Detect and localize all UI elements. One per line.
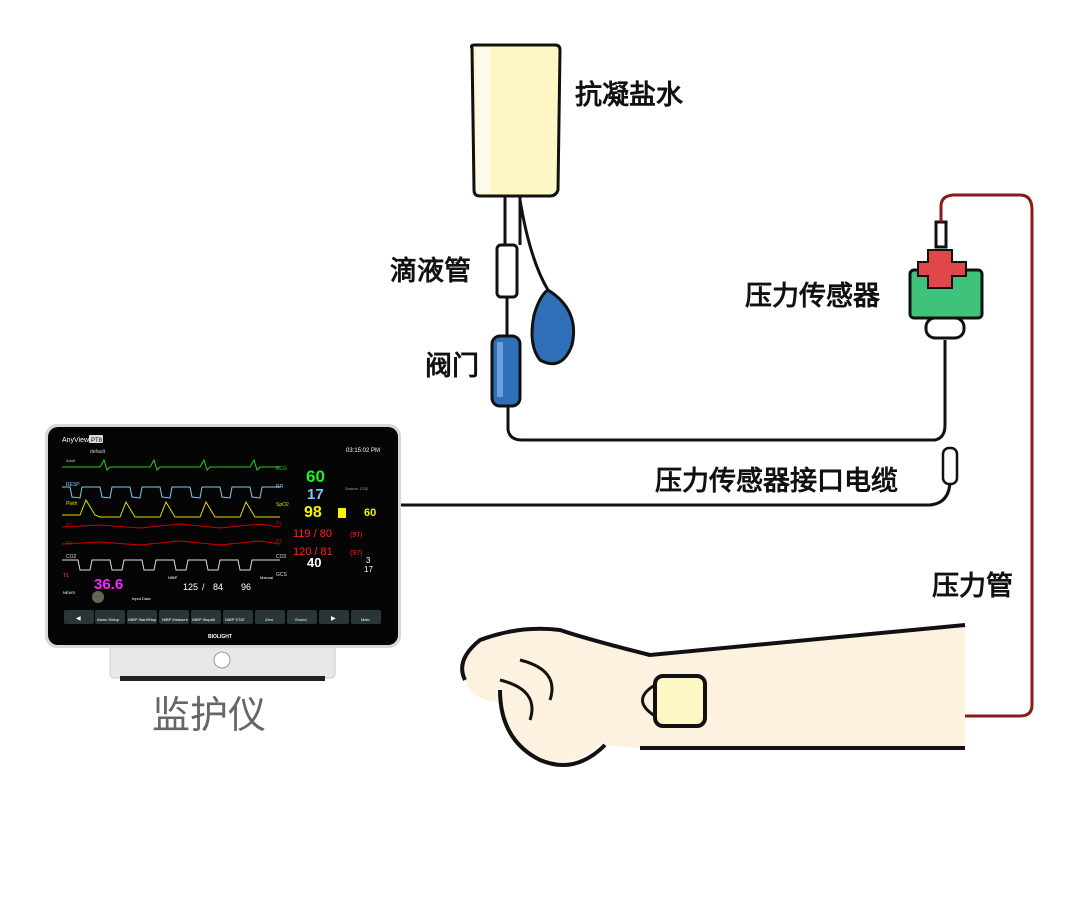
svg-text:/: / — [202, 582, 205, 592]
svg-text:Main: Main — [361, 617, 370, 622]
drip-chamber — [495, 243, 519, 338]
next-page-button[interactable] — [319, 610, 349, 624]
sound-button[interactable] — [287, 610, 317, 624]
pleth-wave — [62, 498, 280, 518]
nibp-stat-button[interactable] — [223, 610, 253, 624]
svg-text:Zero: Zero — [265, 617, 274, 622]
svg-text:RESP: RESP — [66, 482, 80, 488]
p1-wave — [61, 523, 281, 529]
label-drip-tube: 滴液管 — [390, 255, 471, 287]
svg-text:RR: RR — [276, 484, 284, 490]
nibp-sys: 125 — [183, 582, 198, 592]
saline-line — [506, 340, 947, 442]
pr-value: 60 — [364, 507, 376, 519]
p2-value: 120 / 81 — [293, 546, 333, 558]
svg-text:P2: P2 — [276, 539, 282, 545]
patient-arm — [460, 623, 966, 767]
ecg-wave — [62, 458, 280, 471]
patient-type: Adult — [66, 458, 76, 463]
nibp-start-stop-button[interactable] — [127, 610, 157, 624]
saline-bag — [469, 43, 562, 291]
label-sensor-cable: 压力传感器接口电缆 — [655, 465, 898, 497]
nibp-map: 96 — [241, 582, 251, 592]
svg-text:ECG: ECG — [276, 466, 287, 472]
svg-text:NEWS: NEWS — [63, 590, 75, 595]
label-monitor: 监护仪 — [152, 693, 266, 737]
p1-value: 119 / 80 — [293, 528, 332, 540]
co2-wave — [62, 559, 280, 571]
spo2-value: 98 — [304, 504, 322, 521]
svg-text:17: 17 — [364, 565, 373, 574]
svg-text:(97): (97) — [350, 550, 362, 557]
svg-text:CO2: CO2 — [276, 554, 287, 560]
svg-text:▶: ▶ — [331, 616, 336, 622]
label-saline: 抗凝盐水 — [575, 79, 684, 111]
svg-text:Source: CO2: Source: CO2 — [345, 486, 369, 491]
svg-text:NIBP STAT: NIBP STAT — [225, 617, 246, 622]
monitor-button-bar: ◀ Alarm Setup NIBP Start/Stop NIBP Measu… — [64, 610, 381, 624]
temp-value: 36.6 — [94, 576, 123, 593]
svg-text:Manual: Manual — [260, 575, 273, 580]
arterial-site-dressing — [653, 674, 707, 728]
main-button[interactable] — [351, 610, 381, 624]
svg-text:Pleth: Pleth — [66, 501, 78, 507]
svg-text:NIBP StopAll: NIBP StopAll — [192, 617, 215, 622]
co2-value: 40 — [307, 555, 321, 570]
svg-text:(97): (97) — [350, 532, 362, 539]
svg-text:NIBP Measure: NIBP Measure — [162, 617, 189, 622]
brand-logo: BIOLIGHT — [208, 634, 232, 640]
patient-monitor: AnyView PT8 default Adult 03:15:02 PM RE… — [45, 424, 401, 681]
cable-connector — [941, 446, 959, 486]
svg-text:P1: P1 — [276, 521, 282, 527]
svg-text:SpO2: SpO2 — [276, 502, 289, 508]
model-badge: PT8 — [91, 438, 103, 444]
svg-text:Sound: Sound — [295, 617, 307, 622]
svg-text:Alarm Setup: Alarm Setup — [97, 617, 120, 622]
resp-wave — [62, 486, 280, 499]
svg-text:P1: P1 — [66, 523, 72, 529]
svg-text:P2: P2 — [66, 541, 72, 547]
clock: 03:15:02 PM — [346, 448, 380, 454]
prev-page-button[interactable] — [64, 610, 94, 624]
valve — [490, 334, 522, 408]
flush-bulb — [530, 288, 576, 366]
svg-text:GCS: GCS — [276, 572, 288, 578]
svg-text:T1: T1 — [63, 573, 69, 579]
label-pressure-tube: 压力管 — [932, 571, 1013, 602]
zero-button[interactable] — [255, 610, 285, 624]
rr-value: 17 — [307, 486, 324, 503]
svg-text:NIBP Start/Stop: NIBP Start/Stop — [128, 617, 157, 622]
label-pressure-sensor: 压力传感器 — [745, 280, 881, 312]
svg-text:AnyView: AnyView — [62, 437, 90, 444]
pressure-sensor — [908, 220, 984, 340]
hr-value: 60 — [306, 467, 325, 486]
nibp-dia: 84 — [213, 582, 223, 592]
svg-text:CO2: CO2 — [66, 554, 77, 560]
label-valve: 阀门 — [425, 351, 479, 382]
pressure-tube — [705, 193, 1034, 718]
svg-text:◀: ◀ — [76, 616, 81, 622]
svg-text:NIBP: NIBP — [168, 575, 178, 580]
svg-text:3: 3 — [366, 556, 371, 565]
nibp-stopall-button[interactable] — [191, 610, 221, 624]
svg-text:Input Data: Input Data — [132, 596, 151, 601]
alarm-setup-button[interactable] — [95, 610, 125, 624]
p2-wave — [61, 540, 281, 546]
nibp-measure-button[interactable] — [159, 610, 189, 624]
profile-label: default — [90, 449, 106, 455]
